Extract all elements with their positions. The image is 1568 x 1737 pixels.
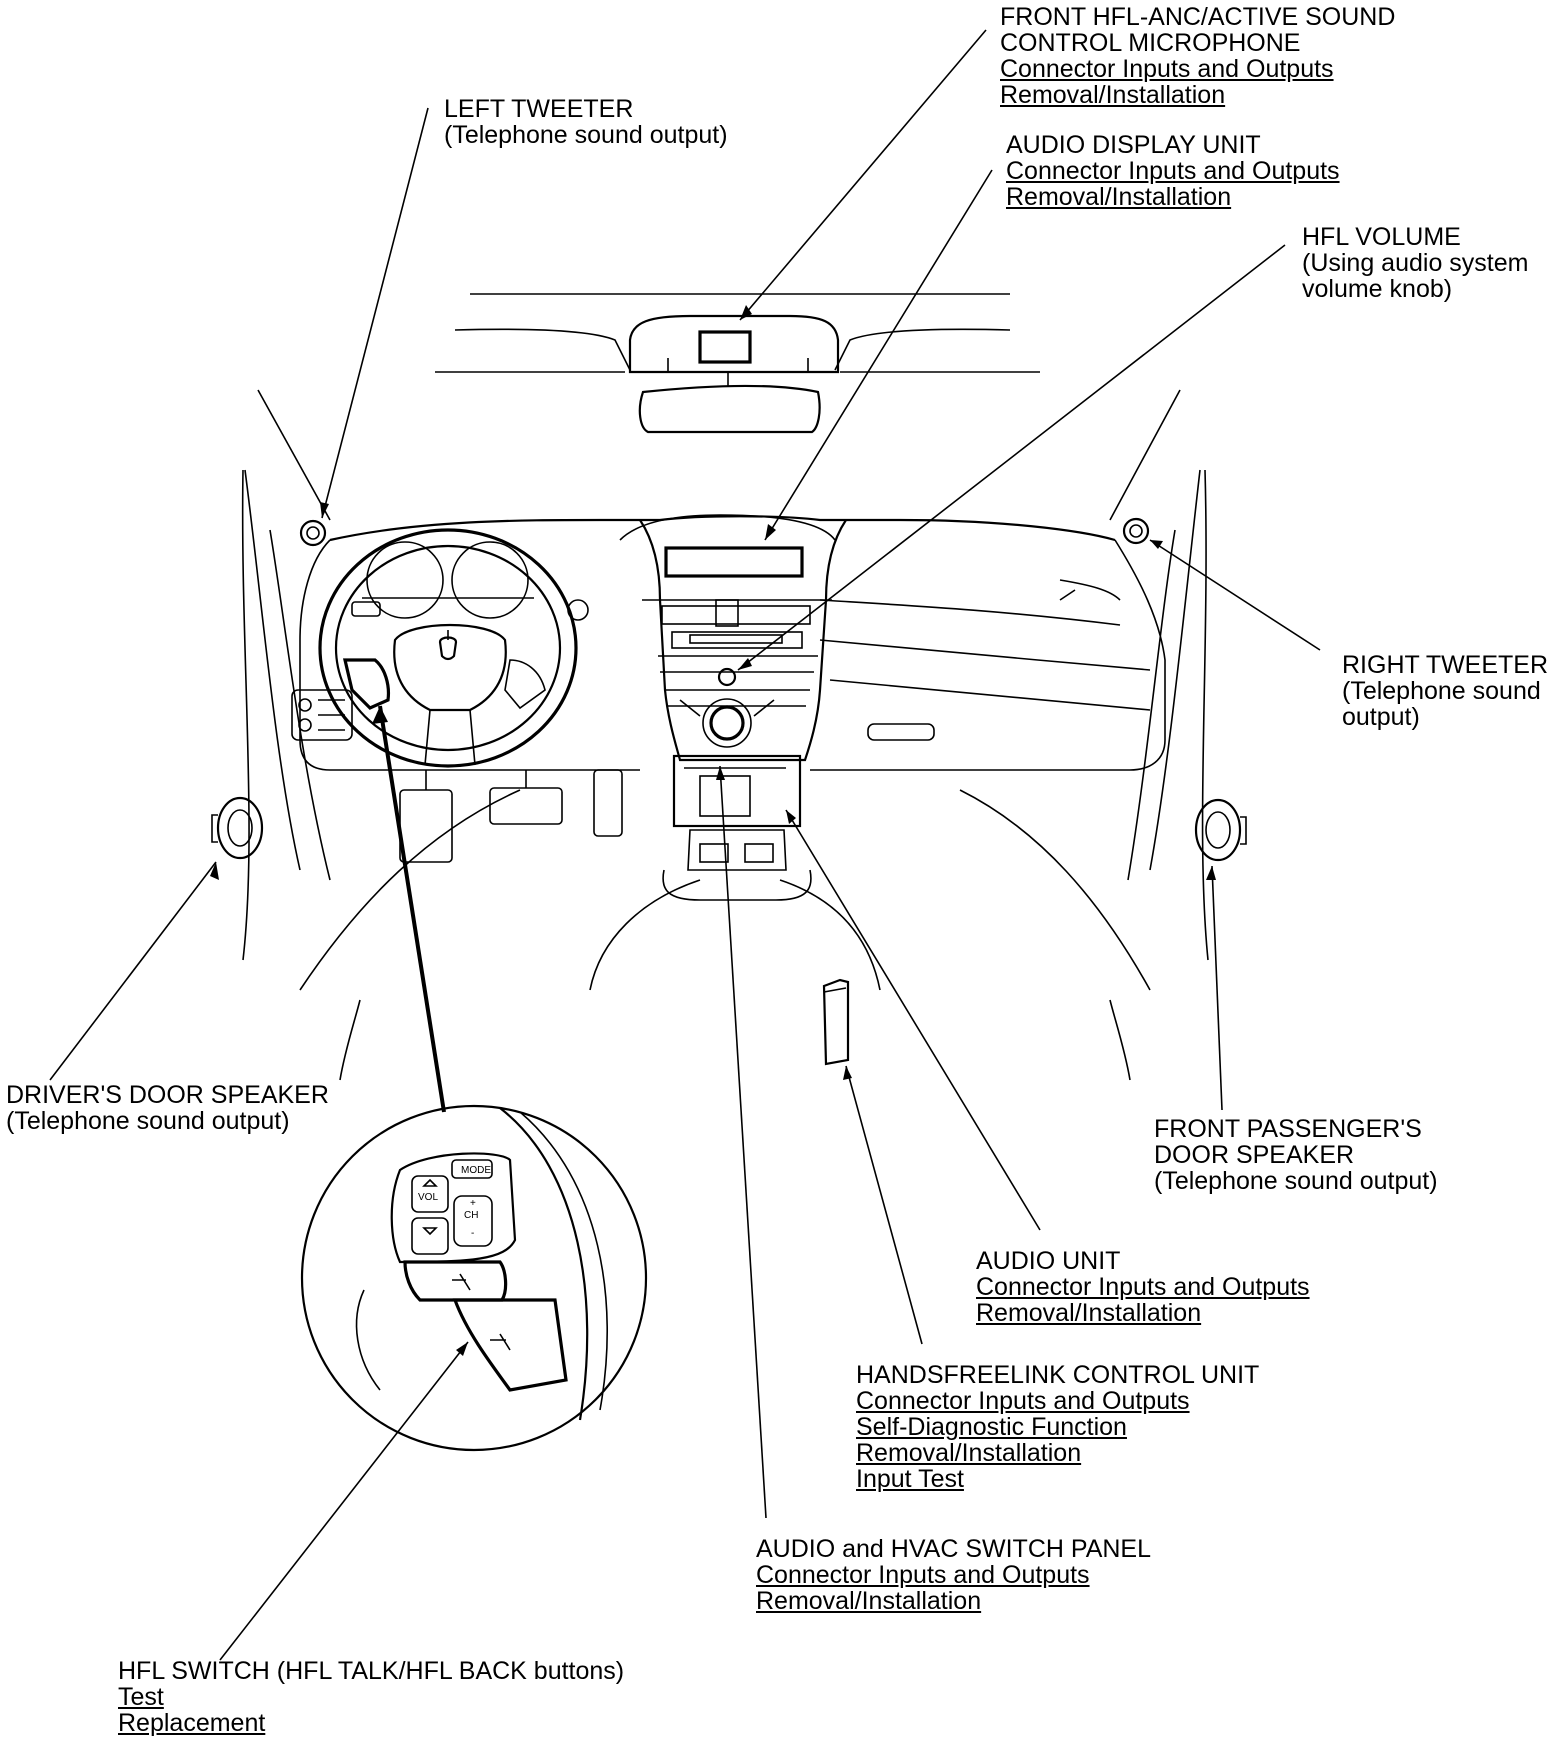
front-mic-removal-link[interactable]: Removal/Installation: [1000, 81, 1226, 109]
callout-front-mic: FRONT HFL-ANC/ACTIVE SOUND CONTROL MICRO…: [1000, 4, 1395, 108]
inset-mode-label: MODE: [461, 1165, 491, 1176]
audio-display-removal-link[interactable]: Removal/Installation: [1006, 183, 1232, 211]
leader-drivers-door: [49, 861, 217, 1081]
hfl-control-input-test-link[interactable]: Input Test: [856, 1465, 964, 1493]
leader-hfl-volume: [737, 244, 1286, 671]
callout-audio-unit: AUDIO UNIT Connector Inputs and Outputs …: [976, 1248, 1310, 1326]
right-tweeter-title: RIGHT TWEETER: [1342, 651, 1549, 679]
audio-display-title: AUDIO DISPLAY UNIT: [1006, 131, 1261, 159]
left-tweeter: [299, 519, 327, 547]
leader-switch-panel: [719, 765, 767, 1519]
overhead-console: [435, 293, 1040, 374]
hfl-volume-subtitle-1: (Using audio system: [1302, 249, 1529, 277]
passenger-door-subtitle: (Telephone sound output): [1154, 1167, 1438, 1195]
leader-audio-display: [764, 169, 993, 541]
callout-passenger-door: FRONT PASSENGER'S DOOR SPEAKER (Telephon…: [1154, 1116, 1438, 1194]
left-door-speaker: [211, 796, 264, 860]
switch-panel-connector-link[interactable]: Connector Inputs and Outputs: [756, 1561, 1090, 1589]
audio-display-connector-link[interactable]: Connector Inputs and Outputs: [1006, 157, 1340, 185]
dashboard: [299, 515, 1166, 1081]
drivers-door-title: DRIVER'S DOOR SPEAKER: [6, 1081, 329, 1109]
switch-panel-removal-link[interactable]: Removal/Installation: [756, 1587, 982, 1615]
inset-minus-label: -: [471, 1228, 474, 1239]
lower-console: [662, 754, 812, 901]
hfl-volume-title: HFL VOLUME: [1302, 223, 1461, 251]
right-tweeter-subtitle-2: output): [1342, 703, 1420, 731]
hfl-switch-replacement-link[interactable]: Replacement: [118, 1709, 266, 1737]
leader-audio-unit: [785, 809, 1041, 1231]
inset-vol-label: VOL: [418, 1192, 438, 1203]
hfl-control-unit-box: [822, 978, 850, 1066]
drivers-door-subtitle: (Telephone sound output): [6, 1107, 290, 1135]
hfl-control-connector-link[interactable]: Connector Inputs and Outputs: [856, 1387, 1190, 1415]
callout-audio-display: AUDIO DISPLAY UNIT Connector Inputs and …: [1006, 132, 1340, 210]
right-door-speaker: [1194, 798, 1247, 862]
steering-wheel: [318, 528, 589, 768]
callout-hfl-volume: HFL VOLUME (Using audio system volume kn…: [1302, 224, 1528, 302]
right-tweeter-subtitle-1: (Telephone sound: [1342, 677, 1541, 705]
callout-switch-panel: AUDIO and HVAC SWITCH PANEL Connector In…: [756, 1536, 1151, 1614]
hfl-volume-subtitle-2: volume knob): [1302, 275, 1453, 303]
hfl-control-removal-link[interactable]: Removal/Installation: [856, 1439, 1082, 1467]
center-stack: [619, 514, 847, 762]
hfl-switch-inset: MODE VOL CH + -: [300, 1104, 648, 1452]
leader-lines: [49, 29, 1321, 1661]
leader-inset: [378, 705, 446, 1113]
callout-drivers-door: DRIVER'S DOOR SPEAKER (Telephone sound o…: [6, 1082, 329, 1134]
right-tweeter: [1122, 517, 1150, 545]
front-mic-title-2: CONTROL MICROPHONE: [1000, 29, 1301, 57]
callout-right-tweeter: RIGHT TWEETER (Telephone sound output): [1342, 652, 1548, 730]
inset-plus-label: +: [470, 1198, 476, 1209]
hfl-control-title: HANDSFREELINK CONTROL UNIT: [856, 1361, 1260, 1389]
a-pillars: [241, 389, 1209, 961]
rear-view-mirror: [638, 372, 821, 434]
leader-hfl-control: [845, 1065, 923, 1345]
callout-hfl-control-unit: HANDSFREELINK CONTROL UNIT Connector Inp…: [856, 1362, 1259, 1492]
leader-front-mic: [739, 29, 987, 321]
hfl-switch-test-link[interactable]: Test: [118, 1683, 164, 1711]
inset-ch-label: CH: [464, 1210, 478, 1221]
callout-left-tweeter: LEFT TWEETER (Telephone sound output): [444, 96, 728, 148]
leader-left-tweeter: [321, 107, 429, 519]
front-mic-connector-link[interactable]: Connector Inputs and Outputs: [1000, 55, 1334, 83]
left-tweeter-subtitle: (Telephone sound output): [444, 121, 728, 149]
switch-panel-title: AUDIO and HVAC SWITCH PANEL: [756, 1535, 1151, 1563]
audio-unit-connector-link[interactable]: Connector Inputs and Outputs: [976, 1273, 1310, 1301]
callout-hfl-switch: HFL SWITCH (HFL TALK/HFL BACK buttons) T…: [118, 1658, 624, 1736]
front-mic-title-1: FRONT HFL-ANC/ACTIVE SOUND: [1000, 3, 1396, 31]
leader-hfl-switch: [219, 1341, 469, 1661]
passenger-door-title-1: FRONT PASSENGER'S: [1154, 1115, 1422, 1143]
audio-unit-title: AUDIO UNIT: [976, 1247, 1121, 1275]
passenger-door-title-2: DOOR SPEAKER: [1154, 1141, 1355, 1169]
hfl-control-diagnostic-link[interactable]: Self-Diagnostic Function: [856, 1413, 1127, 1441]
leader-passenger-door: [1211, 865, 1223, 1111]
audio-unit-removal-link[interactable]: Removal/Installation: [976, 1299, 1202, 1327]
pedals: [399, 769, 623, 863]
leader-right-tweeter: [1149, 539, 1321, 651]
hfl-switch-title: HFL SWITCH (HFL TALK/HFL BACK buttons): [118, 1657, 625, 1685]
left-tweeter-title: LEFT TWEETER: [444, 95, 634, 123]
